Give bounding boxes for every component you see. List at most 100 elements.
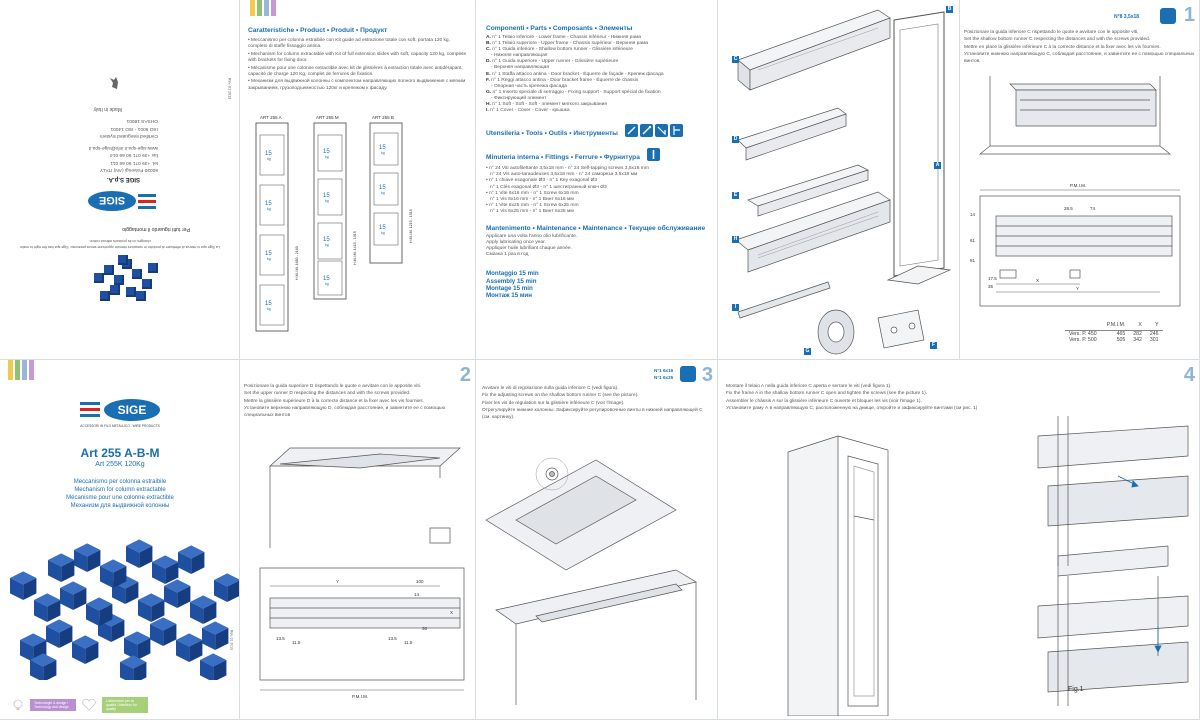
cube-face xyxy=(23,578,37,600)
cube-face xyxy=(152,562,166,584)
svg-text:H.M.I.M. 1680 - 2160: H.M.I.M. 1680 - 2160 xyxy=(295,246,299,280)
drill-icon xyxy=(670,124,684,138)
svg-text:kg: kg xyxy=(381,231,385,235)
back-info-block: La Sige spa si riserva di effettuare al … xyxy=(20,0,220,250)
cube-face xyxy=(86,604,100,626)
color-stripes xyxy=(250,0,276,16)
cube-face xyxy=(74,543,101,557)
svg-text:Y: Y xyxy=(336,579,339,584)
cube-face xyxy=(138,593,165,607)
cover-footer: Technologie & design / Technology and de… xyxy=(12,697,148,713)
cube-face xyxy=(111,620,125,642)
cube-face xyxy=(126,546,140,568)
svg-text:15: 15 xyxy=(323,276,330,282)
cube-face xyxy=(60,588,74,610)
cube-face xyxy=(178,552,192,574)
cube-face xyxy=(98,620,112,642)
cover-panel: SIGE ACCESSORI IN FILO METALLICO - WIRE … xyxy=(0,360,240,720)
cube-face xyxy=(48,553,75,567)
svg-text:15: 15 xyxy=(379,225,386,231)
part-label-g: G xyxy=(804,348,811,355)
screw-icon xyxy=(680,366,696,382)
step2-drawing: Y 100 14 13.5 11.5 13.5 11.5 30 X P.M.I.… xyxy=(259,447,465,699)
svg-text:15: 15 xyxy=(323,193,330,199)
cube-face xyxy=(48,560,62,582)
cover-logo: SIGE xyxy=(80,398,160,427)
sige-logo-icon: SIGE xyxy=(88,191,156,211)
svg-text:15: 15 xyxy=(265,151,272,157)
svg-text:61: 61 xyxy=(970,238,976,243)
page-number: 2 xyxy=(459,364,471,386)
svg-text:kg: kg xyxy=(381,191,385,195)
cube-face xyxy=(125,582,139,604)
cube-face xyxy=(60,581,87,595)
screw-icon xyxy=(647,148,661,162)
cube-face xyxy=(190,595,217,609)
cube-face xyxy=(200,653,227,667)
svg-text:SIGE: SIGE xyxy=(99,194,125,206)
part-label-b: B xyxy=(946,6,953,13)
cube-face xyxy=(74,550,88,572)
cube-face xyxy=(151,600,165,622)
italy-flag-icon xyxy=(108,71,120,90)
cube-face xyxy=(72,635,99,649)
svg-text:ART 255 M: ART 255 M xyxy=(316,115,339,120)
cube-face xyxy=(61,560,75,582)
svg-text:15: 15 xyxy=(265,251,272,257)
cube-face xyxy=(46,619,73,633)
cube-face xyxy=(59,626,73,648)
part-label-d: D xyxy=(732,136,739,143)
page-number: 1 xyxy=(1183,4,1195,26)
svg-text:15: 15 xyxy=(265,301,272,307)
back-panel: La Sige spa si riserva di effettuare al … xyxy=(0,0,240,360)
cube-cluster-large xyxy=(10,539,239,680)
cube-face xyxy=(150,624,164,646)
cube-face xyxy=(176,640,190,662)
svg-text:15: 15 xyxy=(379,145,386,151)
specs-title: Caratteristiche • Product • Produit • Пр… xyxy=(248,27,388,34)
cube-face xyxy=(10,571,37,585)
cube-face xyxy=(152,555,179,569)
cube-face xyxy=(86,597,113,611)
step4-panel: 4 Montare il telaio A nella guida inferi… xyxy=(718,360,1200,720)
part-label-h: H xyxy=(732,236,739,243)
svg-text:P.M.I.M.: P.M.I.M. xyxy=(1070,183,1086,188)
svg-text:100: 100 xyxy=(416,579,424,584)
svg-text:kg: kg xyxy=(267,207,271,211)
back-rev-code: Rev. 01 2013 xyxy=(227,78,232,100)
cube-face xyxy=(100,566,114,588)
part-label-i: I xyxy=(732,304,739,311)
cube-face xyxy=(112,582,126,604)
step1-panel: 1 N°8 3,5x18 Posizionare la guida inferi… xyxy=(960,0,1200,360)
part-label-e: E xyxy=(732,192,739,199)
page-number: 4 xyxy=(1183,364,1195,386)
back-made: Made in Italy xyxy=(93,106,122,112)
specs-bullets: • Meccanismo per colonna estraibile con … xyxy=(248,38,467,91)
cube-face xyxy=(202,621,229,635)
back-tagline: Per tutti riguardo il montaggio xyxy=(122,226,190,232)
svg-text:15: 15 xyxy=(323,149,330,155)
cube-face xyxy=(191,552,205,574)
cube-face xyxy=(34,600,48,622)
svg-text:kg: kg xyxy=(325,282,329,286)
cube-face xyxy=(163,624,177,646)
screw-icon xyxy=(1160,8,1176,24)
cube-face xyxy=(30,653,57,667)
heart-icon xyxy=(82,699,96,711)
cube-face xyxy=(100,559,127,573)
cube-face xyxy=(202,628,216,650)
svg-text:14: 14 xyxy=(414,592,420,597)
svg-text:15: 15 xyxy=(265,201,272,207)
svg-text:13.5: 13.5 xyxy=(276,636,285,641)
cube-face xyxy=(47,600,61,622)
step1-text: Posizionare la guida inferiore C rispett… xyxy=(964,30,1195,64)
hex-key-icon xyxy=(655,124,669,138)
svg-text:kg: kg xyxy=(325,199,329,203)
components-title: Componenti • Parts • Composants • Элемен… xyxy=(486,25,633,32)
